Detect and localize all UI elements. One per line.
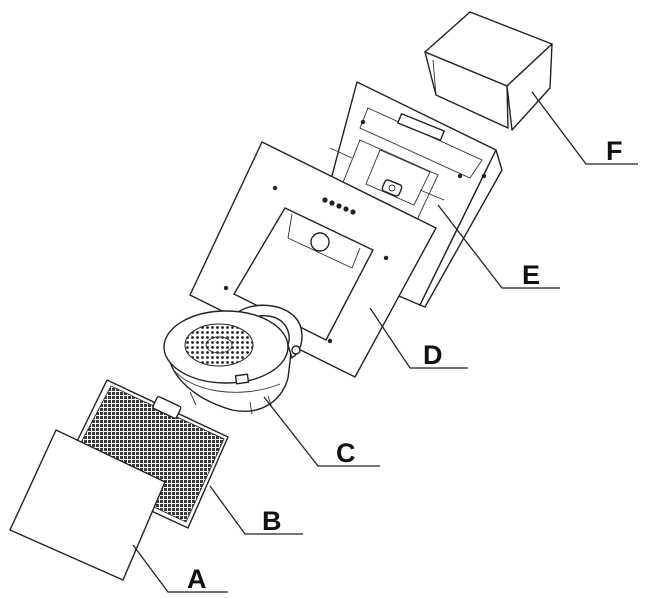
leader-a — [132, 544, 228, 593]
label-f: F — [606, 136, 623, 166]
part-labels: A B C D E F — [187, 136, 623, 594]
part-c-blower-unit — [163, 304, 303, 415]
label-c: C — [336, 438, 356, 468]
leader-d — [369, 307, 468, 369]
leader-e — [437, 204, 560, 289]
leader-lines — [132, 91, 638, 593]
label-e: E — [522, 260, 540, 290]
control-buttons — [322, 197, 356, 215]
label-a: A — [187, 564, 207, 594]
leader-f — [531, 91, 638, 165]
label-d: D — [423, 340, 443, 370]
part-f-chimney-cover — [424, 11, 553, 131]
leader-c — [263, 396, 380, 467]
leader-b — [209, 485, 303, 535]
label-b: B — [262, 506, 282, 536]
part-a-filter-cover — [9, 429, 166, 581]
